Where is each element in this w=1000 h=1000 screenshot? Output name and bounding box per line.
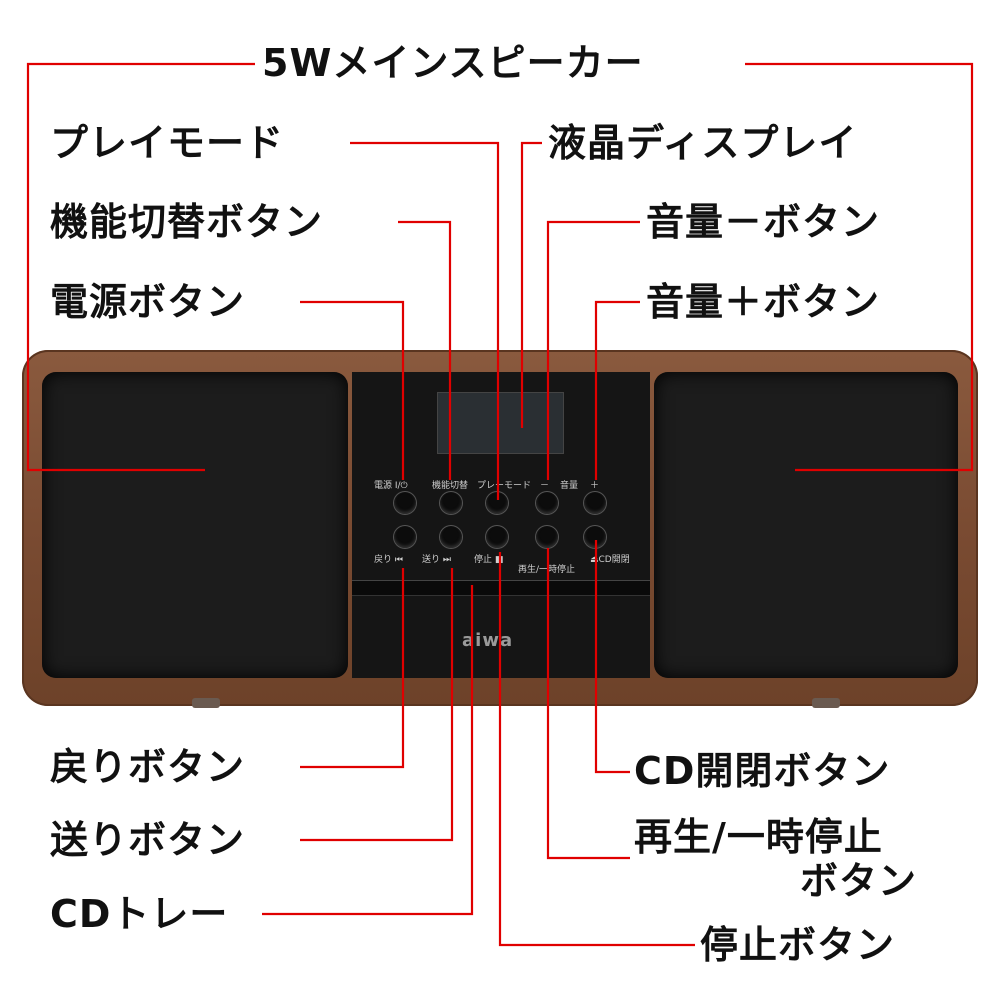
cd-tray-callout: CDトレー — [50, 892, 229, 936]
line-lcd — [520, 141, 542, 428]
playmode-label: プレーモード — [477, 481, 532, 491]
play-pause-label: 再生/一時停止 — [518, 565, 576, 575]
stop-callout: 停止ボタン — [700, 923, 896, 967]
line-function — [398, 220, 452, 480]
forward-label: 送り ⏭ — [422, 555, 451, 565]
playmode-button[interactable] — [486, 492, 508, 514]
vol-up-callout: 音量＋ボタン — [646, 280, 881, 324]
line-back — [300, 568, 405, 769]
play-pause-callout-line2: ボタン — [800, 859, 918, 903]
volume-up-button[interactable] — [584, 492, 606, 514]
power-callout: 電源ボタン — [50, 280, 246, 324]
vol-plus-label: ＋ — [590, 481, 600, 491]
lcd-display — [437, 392, 564, 454]
line-forward — [300, 568, 454, 842]
back-label: 戻り ⏮ — [374, 555, 403, 565]
lcd-callout: 液晶ディスプレイ — [548, 121, 858, 165]
line-vol-down — [546, 220, 640, 480]
cd-open-button[interactable] — [584, 526, 606, 548]
line-cd-tray — [262, 585, 474, 916]
play-mode-callout: プレイモード — [50, 121, 285, 165]
cd-open-callout: CD開閉ボタン — [634, 749, 891, 793]
line-speaker-right — [745, 62, 974, 472]
line-vol-up — [594, 300, 640, 480]
function-button[interactable] — [440, 492, 462, 514]
power-button[interactable] — [394, 492, 416, 514]
cd-open-label: ⏏CD開閉 — [590, 555, 630, 565]
power-label: 電源 I/⏻ — [374, 481, 408, 491]
back-button[interactable] — [394, 526, 416, 548]
play-pause-button[interactable] — [536, 526, 558, 548]
cd-radio-device: 電源 I/⏻ 機能切替 プレーモード － 音量 ＋ 戻り ⏮ 送り ⏭ 停止 ■… — [22, 350, 978, 708]
line-power — [300, 300, 405, 480]
forward-button[interactable] — [440, 526, 462, 548]
right-speaker-grille — [654, 372, 958, 678]
speaker-callout: 5Wメインスピーカー — [262, 41, 644, 85]
line-cd-open — [594, 540, 630, 774]
stop-button[interactable] — [486, 526, 508, 548]
line-play-mode — [350, 141, 500, 500]
function-label: 機能切替 — [432, 481, 469, 491]
left-speaker-grille — [42, 372, 348, 678]
stop-label: 停止 ■ — [474, 555, 504, 565]
volume-label: 音量 — [560, 481, 579, 491]
line-speaker-left — [26, 62, 255, 472]
function-callout: 機能切替ボタン — [50, 200, 324, 244]
back-callout: 戻りボタン — [50, 745, 246, 789]
right-foot — [812, 698, 840, 708]
vol-down-callout: 音量－ボタン — [646, 200, 881, 244]
line-play-pause — [546, 548, 630, 860]
line-stop — [498, 552, 695, 947]
volume-down-button[interactable] — [536, 492, 558, 514]
left-foot — [192, 698, 220, 708]
play-pause-callout-line1: 再生/一時停止 — [634, 815, 883, 859]
forward-callout: 送りボタン — [50, 818, 246, 862]
vol-minus-label: － — [540, 481, 550, 491]
